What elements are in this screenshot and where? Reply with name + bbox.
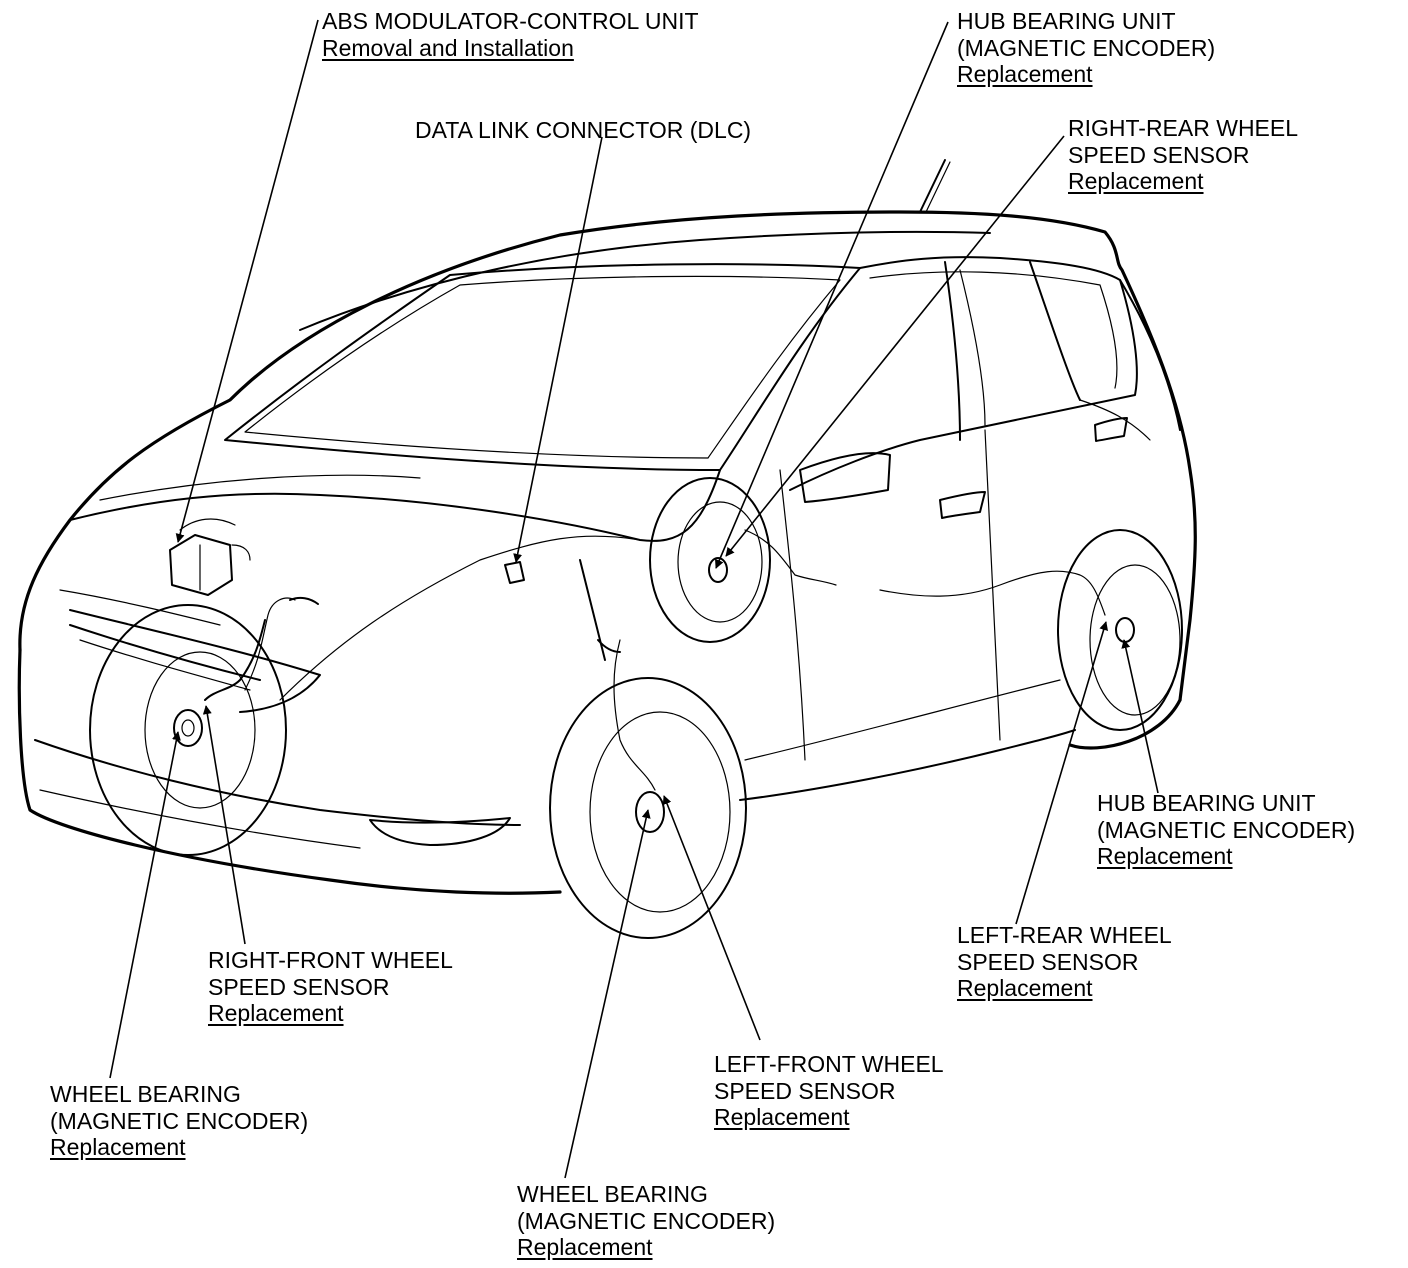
lf-sensor-replacement-link[interactable]: Replacement xyxy=(714,1104,850,1130)
callout-right-front-sensor: RIGHT-FRONT WHEEL SPEED SENSOR Replaceme… xyxy=(208,947,453,1027)
leader-hub-rr xyxy=(715,21,949,569)
leader-rf-sensor xyxy=(202,705,246,945)
rr-sensor-replacement-link[interactable]: Replacement xyxy=(1068,168,1204,194)
leader-lr-sensor xyxy=(1015,621,1108,925)
callout-line: (MAGNETIC ENCODER) xyxy=(1097,816,1356,843)
leader-lines xyxy=(109,19,1159,1179)
callout-hub-bearing-rear-right: HUB BEARING UNIT (MAGNETIC ENCODER) Repl… xyxy=(957,8,1215,88)
callout-line: RIGHT-FRONT WHEEL xyxy=(208,947,453,973)
callout-abs-modulator: ABS MODULATOR-CONTROL UNIT Removal and I… xyxy=(322,8,699,61)
callout-left-front-sensor: LEFT-FRONT WHEEL SPEED SENSOR Replacemen… xyxy=(714,1051,944,1131)
callout-line: WHEEL BEARING xyxy=(517,1181,708,1207)
wheel-bearing-rf-replacement-link[interactable]: Replacement xyxy=(50,1134,186,1160)
leader-lf-sensor xyxy=(662,795,761,1041)
callout-line: SPEED SENSOR xyxy=(208,973,390,1000)
callout-line: SPEED SENSOR xyxy=(1068,141,1250,168)
hub-bearing-lr-replacement-link[interactable]: Replacement xyxy=(1097,843,1233,869)
hub-bearing-rr-replacement-link[interactable]: Replacement xyxy=(957,61,1093,87)
callout-line: RIGHT-REAR WHEEL xyxy=(1068,115,1299,141)
callout-line: (MAGNETIC ENCODER) xyxy=(957,34,1216,61)
callout-line: SPEED SENSOR xyxy=(957,948,1139,975)
callout-line: LEFT-REAR WHEEL xyxy=(957,922,1172,948)
callout-hub-bearing-rear-left: HUB BEARING UNIT (MAGNETIC ENCODER) Repl… xyxy=(1097,790,1355,870)
right-rear-wheel xyxy=(649,477,837,643)
leader-rr-sensor xyxy=(725,135,1065,557)
callout-line: (MAGNETIC ENCODER) xyxy=(50,1107,309,1134)
right-front-wheel xyxy=(89,596,319,856)
callout-line: (MAGNETIC ENCODER) xyxy=(517,1207,776,1234)
callout-wheel-bearing-front-left: WHEEL BEARING (MAGNETIC ENCODER) Replace… xyxy=(517,1181,775,1261)
callout-line: DATA LINK CONNECTOR (DLC) xyxy=(415,117,752,143)
callout-line: HUB BEARING UNIT xyxy=(957,8,1176,34)
leader-dlc xyxy=(513,136,603,563)
abs-modulator-unit xyxy=(169,518,251,596)
lr-sensor-replacement-link[interactable]: Replacement xyxy=(957,975,1093,1001)
wheel-bearing-lf-replacement-link[interactable]: Replacement xyxy=(517,1234,653,1260)
left-front-wheel xyxy=(549,639,747,939)
callout-line: WHEEL BEARING xyxy=(50,1081,241,1107)
leader-wb-lf xyxy=(564,809,651,1179)
callout-line: HUB BEARING UNIT xyxy=(1097,790,1316,816)
leader-abs xyxy=(175,19,319,543)
abs-removal-link[interactable]: Removal and Installation xyxy=(322,34,574,61)
leader-hub-lr xyxy=(1121,639,1159,794)
data-link-connector xyxy=(504,561,525,584)
callout-line: LEFT-FRONT WHEEL xyxy=(714,1051,944,1077)
callout-data-link-connector: DATA LINK CONNECTOR (DLC) xyxy=(415,117,751,144)
car-body xyxy=(17,159,1197,895)
leader-wb-rf xyxy=(109,731,181,1079)
callout-wheel-bearing-front-right: WHEEL BEARING (MAGNETIC ENCODER) Replace… xyxy=(50,1081,308,1161)
rf-sensor-replacement-link[interactable]: Replacement xyxy=(208,1000,344,1026)
callout-line: ABS MODULATOR-CONTROL UNIT xyxy=(322,8,699,34)
callout-right-rear-sensor: RIGHT-REAR WHEEL SPEED SENSOR Replacemen… xyxy=(1068,115,1298,195)
callout-left-rear-sensor: LEFT-REAR WHEEL SPEED SENSOR Replacement xyxy=(957,922,1172,1002)
callout-line: SPEED SENSOR xyxy=(714,1077,896,1104)
